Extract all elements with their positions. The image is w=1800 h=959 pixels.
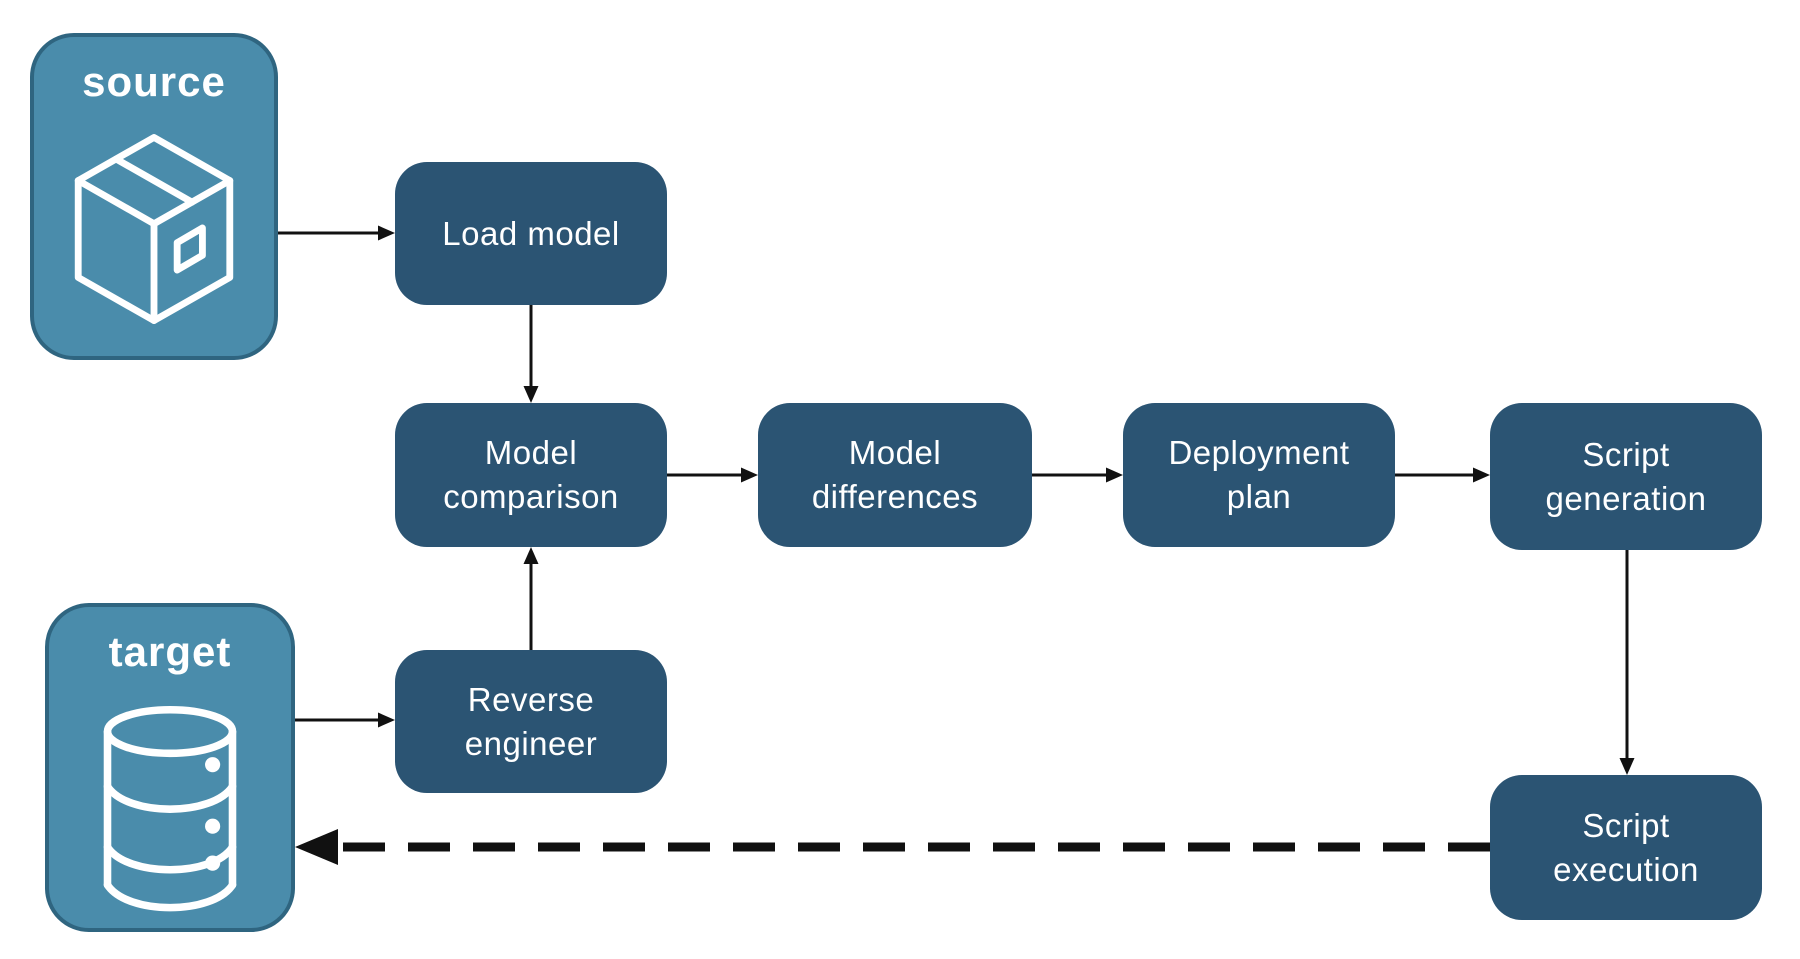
arrow-model-comparison-to-model-differences xyxy=(667,467,758,483)
node-label: Model differences xyxy=(811,434,979,515)
node-label: Script execution xyxy=(1553,806,1699,888)
arrow-load-model-to-model-comparison xyxy=(523,305,539,403)
arrow-deployment-plan-to-script-generation xyxy=(1395,467,1490,483)
node-load-model: Load model xyxy=(395,162,667,305)
node-label: Deployment plan xyxy=(1168,434,1350,515)
source-node: source xyxy=(30,33,278,360)
node-label: Script generation xyxy=(1545,435,1707,517)
arrow-script-execution-to-target-dashed xyxy=(295,829,1490,865)
node-model-differences: Model differences xyxy=(758,403,1032,547)
arrow-model-differences-to-deployment-plan xyxy=(1032,467,1123,483)
arrow-source-to-load-model xyxy=(278,225,395,241)
node-label: Load model xyxy=(442,214,620,252)
target-node: target xyxy=(45,603,295,932)
node-deployment-plan: Deployment plan xyxy=(1123,403,1395,547)
node-model-comparison: Model comparison xyxy=(395,403,667,547)
node-label: Model comparison xyxy=(443,434,619,515)
arrow-script-generation-to-script-execution xyxy=(1619,550,1635,775)
node-reverse-engineer: Reverse engineer xyxy=(395,650,667,793)
database-icon xyxy=(103,705,237,912)
arrow-target-to-reverse-engineer xyxy=(295,712,395,728)
node-script-execution: Script execution xyxy=(1490,775,1762,920)
arrow-reverse-engineer-to-model-comparison xyxy=(523,547,539,650)
package-icon xyxy=(74,134,234,324)
node-label: Reverse engineer xyxy=(464,680,598,762)
target-label: target xyxy=(108,628,232,675)
source-label: source xyxy=(82,58,226,105)
node-script-generation: Script generation xyxy=(1490,403,1762,550)
